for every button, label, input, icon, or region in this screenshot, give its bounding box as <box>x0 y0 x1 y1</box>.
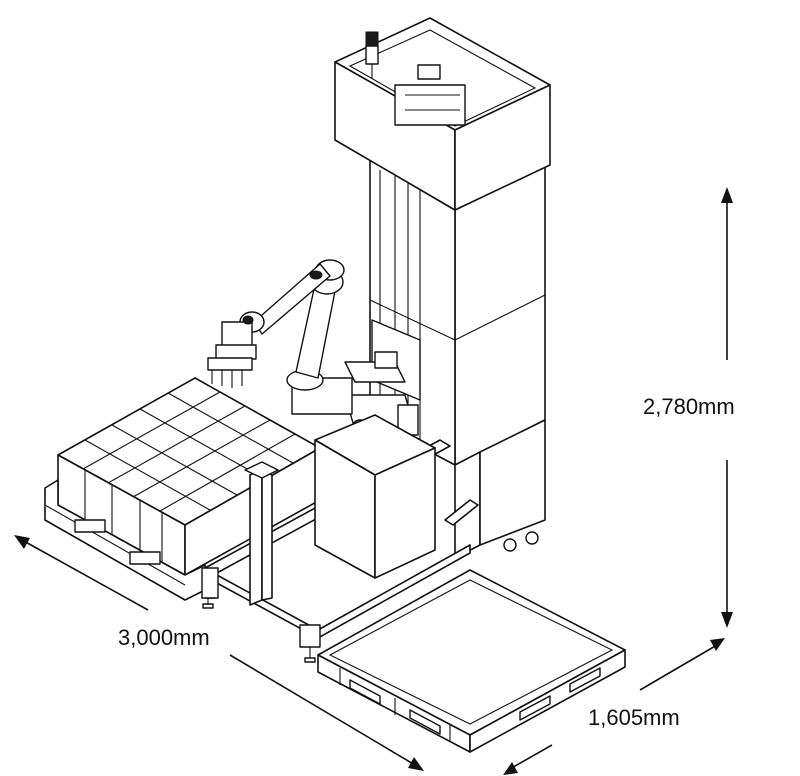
width-dimension: 1,605mm <box>503 638 725 775</box>
height-arrow-top <box>721 187 733 203</box>
height-arrow-bottom <box>721 612 733 628</box>
width-arrow-left <box>503 762 518 775</box>
center-box <box>314 414 436 579</box>
length-dimension: 3,000mm <box>14 535 424 771</box>
height-label: 2,780mm <box>643 394 735 419</box>
top-housing <box>334 17 551 211</box>
robot-arm <box>207 259 353 415</box>
length-arrow-right <box>408 757 424 771</box>
height-dimension: 2,780mm <box>643 187 735 628</box>
width-arrow-right <box>710 638 725 651</box>
length-arrow-left <box>14 535 30 549</box>
left-pallet <box>44 479 206 601</box>
length-label: 3,000mm <box>118 625 210 650</box>
right-pallet <box>317 569 626 753</box>
width-label: 1,605mm <box>588 705 680 730</box>
